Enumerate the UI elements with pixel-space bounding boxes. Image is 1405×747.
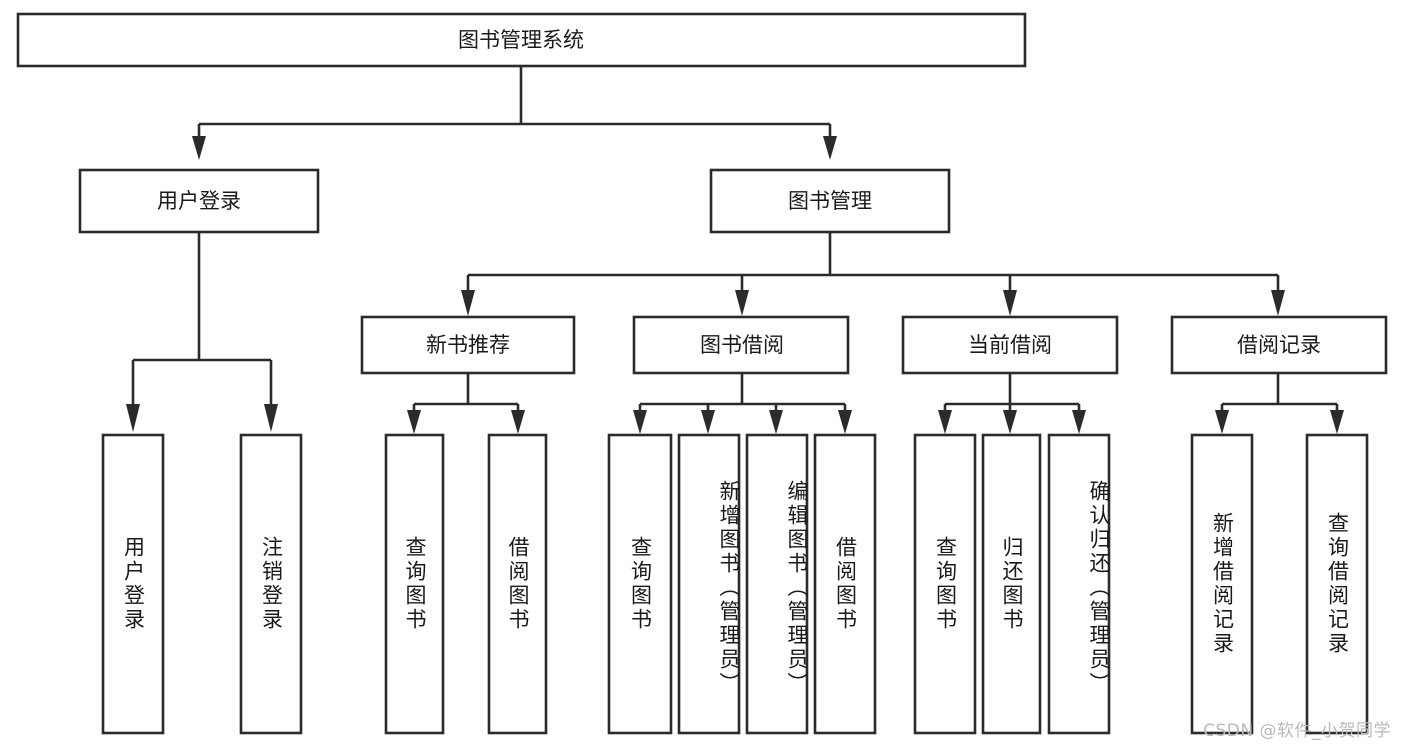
arrow-head-newbook-leaf-2 — [511, 410, 525, 434]
node-user-login-box[interactable] — [78, 168, 320, 234]
node-book-management-label: 图书管理 — [788, 189, 872, 213]
arrow-head-borrowrecord-leaf-1 — [1215, 410, 1229, 434]
connector-group-bookmgmt — [461, 232, 1285, 316]
node-leaf-bb-query-book-box[interactable] — [607, 433, 673, 735]
arrow-head-borrowrecord-leaf-2 — [1330, 410, 1344, 434]
arrow-head-newbook-leaf-1 — [407, 410, 421, 434]
node-book-borrow-box[interactable] — [632, 315, 850, 375]
node-leaf-cb-query-book-box[interactable] — [913, 433, 977, 735]
node-leaf-bb-add-book-box[interactable] — [677, 433, 741, 735]
arrow-head-new-book — [461, 290, 475, 316]
node-root-label: 图书管理系统 — [458, 28, 584, 52]
node-new-book-recommend-box[interactable] — [360, 315, 576, 375]
node-book-management-box[interactable] — [709, 168, 951, 234]
watermark-text: CSDN @软件_小贺同学 — [1203, 721, 1391, 741]
arrow-head-bookborrow-leaf-1 — [633, 410, 647, 434]
connector-group-current-borrow — [938, 373, 1086, 434]
node-leaf-br-query-record-box[interactable] — [1305, 433, 1369, 735]
node-leaf-cb-return-book-box[interactable] — [981, 433, 1042, 735]
node-borrow-record-label: 借阅记录 — [1237, 333, 1321, 357]
node-leaf-user-login-box[interactable] — [101, 433, 165, 735]
arrow-head-user-login-leaf — [126, 404, 140, 432]
arrow-head-current-borrow — [1003, 290, 1017, 316]
arrow-head-book-borrow — [735, 290, 749, 316]
node-book-borrow-label: 图书借阅 — [700, 333, 784, 357]
node-new-book-recommend-label: 新书推荐 — [426, 333, 510, 357]
node-leaf-bb-edit-book-box[interactable] — [745, 433, 809, 735]
node-leaf-nbr-query-book-box[interactable] — [384, 433, 445, 735]
arrow-head-bookborrow-leaf-4 — [838, 410, 852, 434]
connector-group-book-borrow — [633, 373, 852, 434]
arrow-head-bookborrow-leaf-3 — [769, 410, 783, 434]
arrow-head-currentborrow-leaf-2 — [1003, 410, 1017, 434]
arrow-head-borrow-record — [1271, 290, 1285, 316]
node-leaf-bb-borrow-book-box[interactable] — [813, 433, 877, 735]
arrow-head-logout-leaf — [264, 404, 278, 432]
arrow-head-currentborrow-leaf-1 — [938, 410, 952, 434]
node-leaf-logout-box[interactable] — [239, 433, 303, 735]
node-borrow-record-box[interactable] — [1170, 315, 1388, 375]
connector-group-login — [126, 232, 278, 432]
node-current-borrow-label: 当前借阅 — [968, 333, 1052, 357]
node-leaf-cb-confirm-return-box[interactable] — [1047, 433, 1111, 735]
node-user-login-label: 用户登录 — [157, 189, 241, 213]
connector-group-new-book — [407, 373, 525, 434]
connector-group-borrow-record — [1215, 373, 1344, 434]
arrow-head-bookborrow-leaf-2 — [701, 410, 715, 434]
node-leaf-nbr-borrow-book-box[interactable] — [487, 433, 548, 735]
arrow-head-login — [192, 136, 206, 160]
arrow-head-currentborrow-leaf-3 — [1072, 410, 1086, 434]
connector-group-root — [192, 66, 837, 160]
arrow-head-bookmgmt — [823, 136, 837, 160]
node-root-box[interactable] — [16, 12, 1027, 68]
node-leaf-br-add-record-box[interactable] — [1190, 433, 1254, 735]
node-current-borrow-box[interactable] — [901, 315, 1119, 375]
